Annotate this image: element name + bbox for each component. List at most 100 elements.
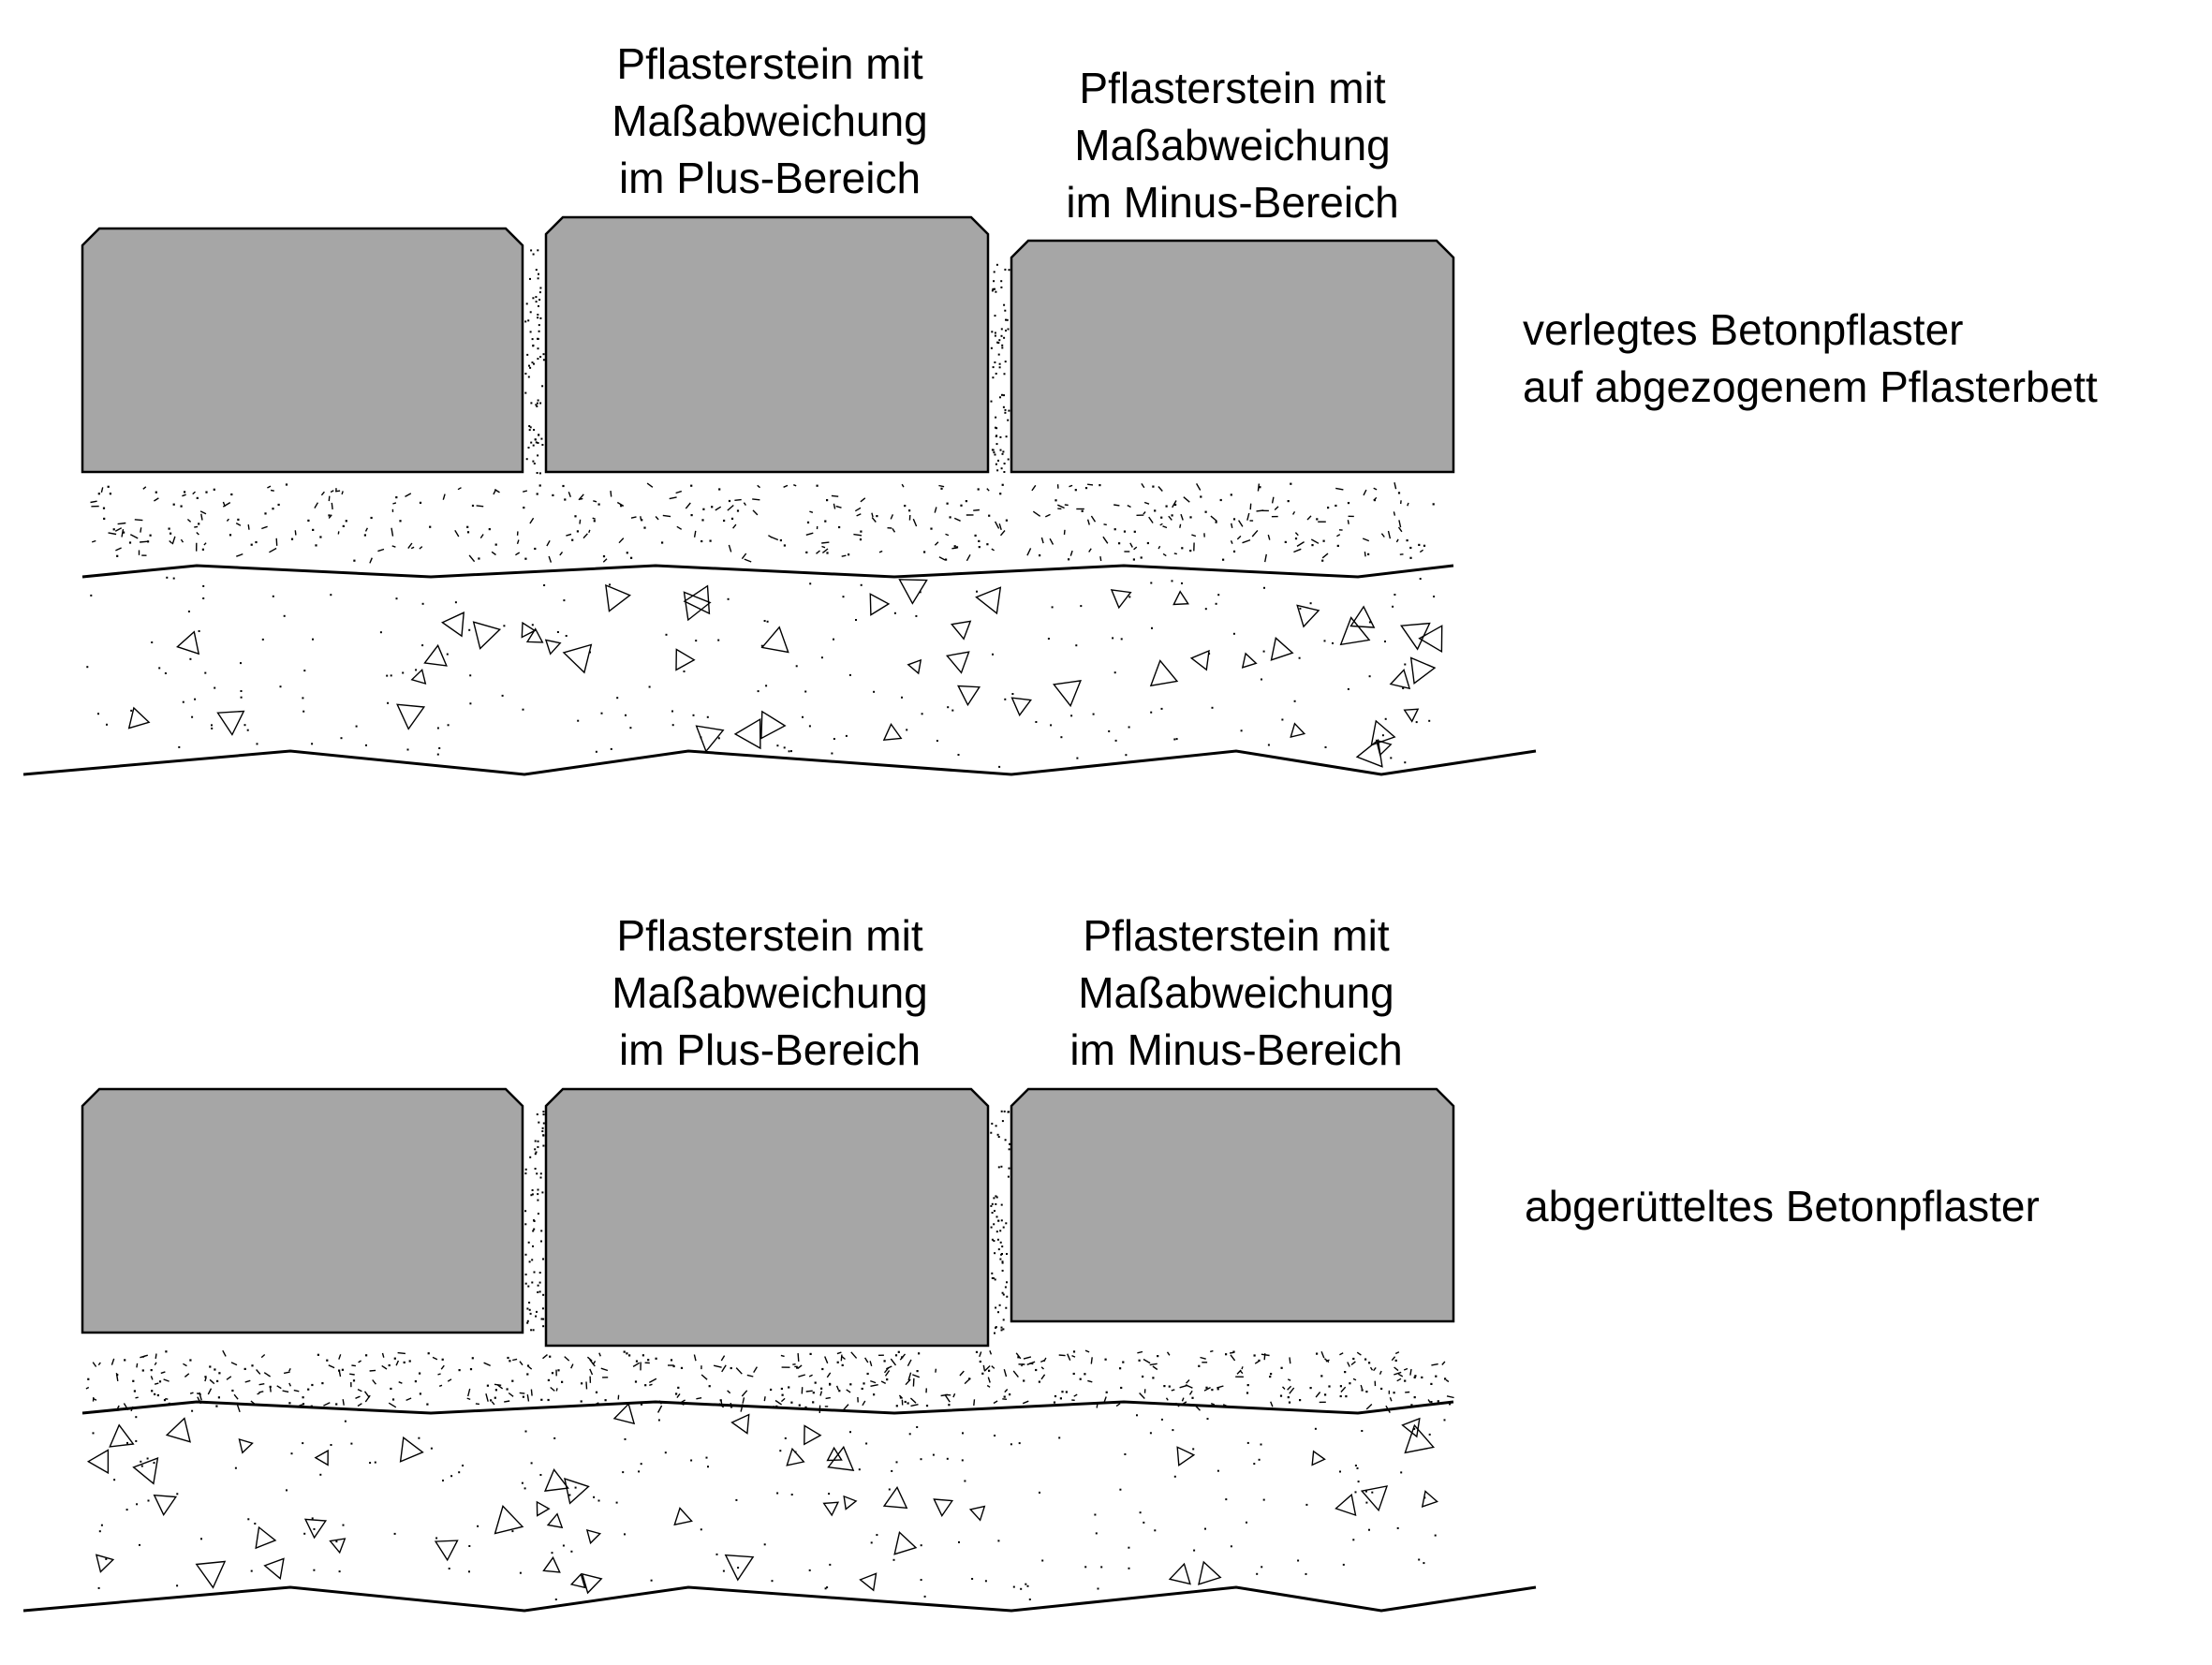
bedding-dot (700, 540, 702, 542)
bedding-grain (855, 508, 861, 510)
bedding-grain (694, 1355, 696, 1362)
gravel-dot (596, 751, 597, 753)
bedding-dot (1414, 1396, 1416, 1398)
gravel-stone (474, 622, 500, 648)
bedding-dot (988, 1370, 990, 1372)
gravel-stone (495, 1506, 523, 1533)
sand-grain (990, 1205, 992, 1207)
bedding-dot (702, 508, 704, 510)
bedding-dot (1380, 1388, 1382, 1390)
gravel-dot (331, 1444, 332, 1446)
sand-grain (1005, 409, 1007, 411)
sand-grain (524, 320, 526, 322)
gravel-dot (625, 1438, 627, 1440)
bedding-grain (343, 1399, 344, 1406)
gravel-dot (809, 725, 811, 727)
bedding-dot (509, 1360, 510, 1362)
label-line: Pflasterstein mit (983, 907, 1489, 965)
bedding-dot (1211, 1389, 1213, 1391)
bedding-dot (165, 1350, 167, 1352)
sand-grain (532, 1189, 534, 1191)
bedding-dot (571, 539, 573, 541)
gravel-dot (345, 1421, 347, 1422)
gravel-stone (958, 686, 980, 705)
sand-grain (535, 296, 537, 298)
gravel-dot (784, 746, 786, 748)
sand-grain (992, 1239, 994, 1241)
gravel-dot (997, 1540, 999, 1541)
sand-grain (1005, 1139, 1007, 1141)
gravel-dot (723, 1570, 725, 1572)
bedding-grain (872, 518, 876, 523)
bedding-grain (676, 492, 682, 494)
bedding-grain (836, 507, 842, 508)
gravel-dot (893, 1559, 895, 1561)
gravel-dot (418, 1437, 420, 1439)
gravel-dot (93, 1432, 95, 1434)
sand-grain (998, 1136, 1000, 1138)
gravel-dot (921, 1544, 922, 1546)
bedding-dot (1085, 487, 1087, 489)
gravel-dot (861, 584, 863, 586)
bedding-grain (1398, 1374, 1403, 1377)
gravel-dot (1121, 638, 1123, 640)
gravel-dot (790, 750, 792, 752)
sand-grain (1004, 373, 1006, 375)
gravel-dot (455, 601, 457, 603)
bedding-dot (1216, 522, 1217, 523)
gravel-stone (951, 621, 970, 639)
bedding-grain (515, 553, 519, 555)
gravel-dot (728, 598, 730, 600)
bedding-grain (1032, 485, 1036, 491)
gravel-dot (1150, 712, 1152, 714)
bedding-grain (1072, 1356, 1076, 1358)
bedding-grain (269, 549, 276, 553)
bedding-grain (391, 528, 393, 537)
bedding-dot (960, 505, 962, 507)
gravel-stone (970, 1507, 984, 1521)
gravel-dot (1098, 1588, 1099, 1590)
bedding-grain (1160, 523, 1163, 525)
gravel-stone (88, 1451, 108, 1473)
sand-grain (993, 280, 995, 282)
gravel-dot (1310, 602, 1312, 604)
bedding-dot (824, 521, 826, 523)
sand-grain (533, 445, 535, 447)
bedding-dot (202, 549, 204, 551)
gravel-stone (1411, 658, 1435, 684)
bedding-dot (884, 1360, 886, 1362)
gravel-dot (136, 1503, 138, 1505)
bedding-dot (842, 1364, 844, 1366)
bedding-grain (1211, 1404, 1215, 1405)
bedding-grain (1271, 1402, 1273, 1407)
bedding-grain (130, 535, 138, 538)
bedding-grain (1442, 1362, 1445, 1365)
bedding-dot (1133, 558, 1135, 560)
bedding-grain (289, 1383, 291, 1386)
bedding-dot (1073, 1373, 1075, 1375)
sand-grain (1005, 1287, 1007, 1289)
gravel-dot (101, 1525, 103, 1526)
bedding-grain (358, 1390, 361, 1392)
bedding-dot (442, 1359, 444, 1361)
gravel-stone (1357, 740, 1382, 766)
bedding-grain (193, 492, 196, 494)
gravel-dot (511, 1530, 513, 1532)
bedding-grain (1374, 488, 1377, 490)
gravel-dot (176, 1584, 178, 1586)
sand-grain (541, 444, 543, 446)
bedding-grain (1167, 1398, 1169, 1401)
gravel-stone (1199, 1562, 1220, 1584)
label-line: im Plus-Bereich (517, 150, 1023, 207)
bedding-grain (234, 1394, 238, 1399)
gravel-dot (523, 709, 524, 711)
bedding-dot (905, 1401, 907, 1403)
gravel-dot (894, 612, 896, 614)
gravel-dot (148, 1500, 150, 1502)
gravel-dot (199, 630, 200, 632)
gravel-dot (909, 1433, 911, 1435)
bedding-dot (643, 527, 645, 529)
gravel-dot (1004, 699, 1006, 700)
bedding-grain (1295, 533, 1298, 536)
sand-grain (538, 1189, 539, 1191)
